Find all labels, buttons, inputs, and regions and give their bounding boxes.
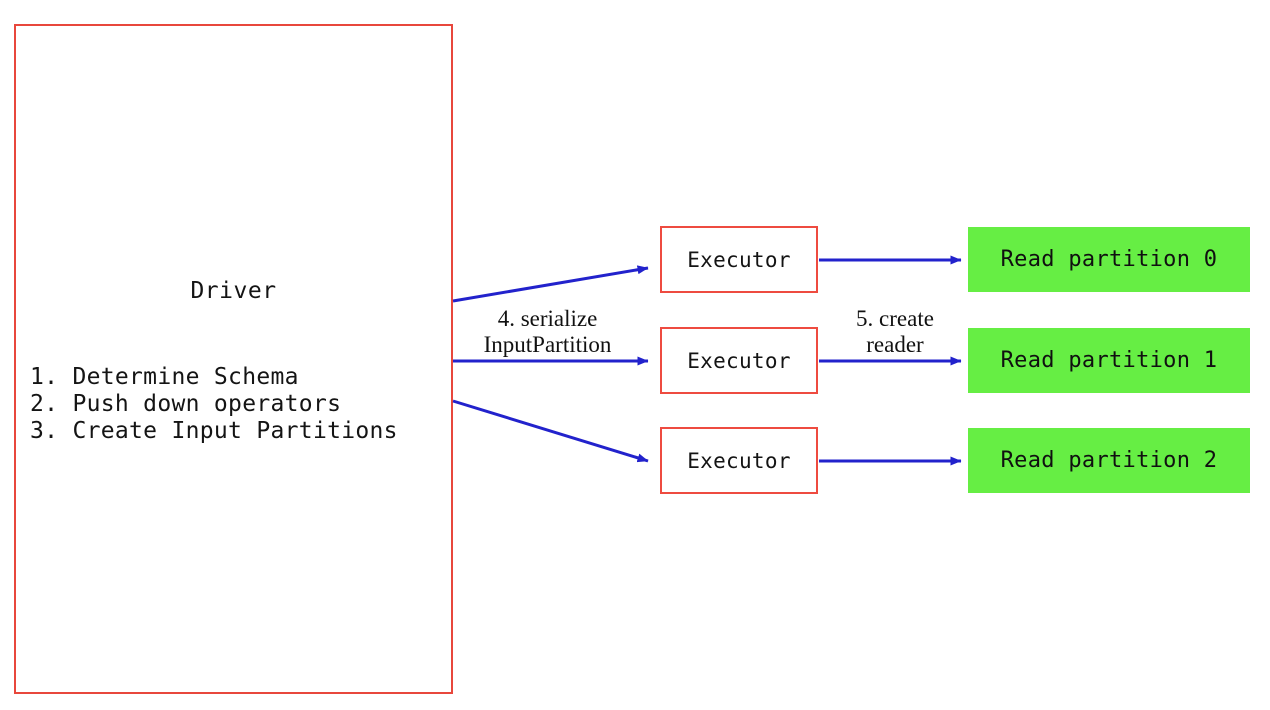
arrow-driver-to-executor-0 xyxy=(452,265,649,303)
arrow-driver-to-executor-2 xyxy=(452,399,649,463)
arrow-label-serialize-inputpartition: 4. serialize InputPartition xyxy=(483,306,612,357)
read-partition-label-0: Read partition 0 xyxy=(1000,247,1218,272)
driver-title: Driver xyxy=(190,278,277,304)
read-partition-box-2: Read partition 2 xyxy=(968,428,1250,493)
arrow-label-create-reader: 5. create reader xyxy=(856,306,934,357)
executor-label-1: Executor xyxy=(687,348,791,373)
executor-label-2: Executor xyxy=(687,448,791,473)
driver-box: Driver 1. Determine Schema 2. Push down … xyxy=(14,24,453,694)
executor-box-2: Executor xyxy=(660,427,818,494)
executor-box-1: Executor xyxy=(660,327,818,394)
read-partition-box-1: Read partition 1 xyxy=(968,328,1250,393)
driver-steps-list: 1. Determine Schema 2. Push down operato… xyxy=(30,364,398,444)
executor-label-0: Executor xyxy=(687,247,791,272)
executor-box-0: Executor xyxy=(660,226,818,293)
read-partition-box-0: Read partition 0 xyxy=(968,227,1250,292)
read-partition-label-2: Read partition 2 xyxy=(1000,448,1218,473)
read-partition-label-1: Read partition 1 xyxy=(1000,348,1218,373)
